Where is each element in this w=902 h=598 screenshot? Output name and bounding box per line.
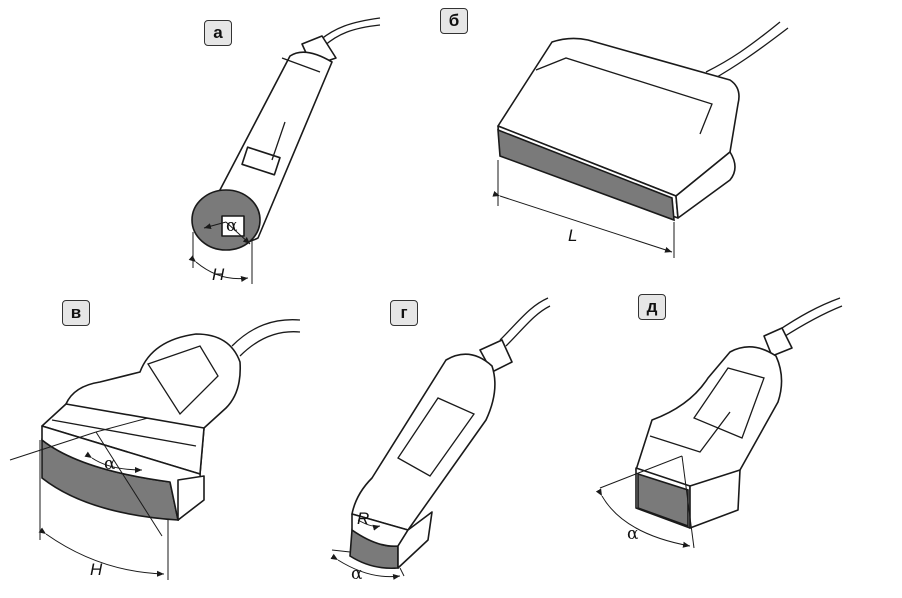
probe-v-cable — [231, 319, 301, 347]
probe-g-body — [351, 353, 496, 531]
dim-label-b: L — [568, 226, 578, 245]
probe-g-cable — [499, 297, 549, 341]
angle-label-a: α — [226, 216, 238, 236]
probe-a-dim-line — [188, 255, 249, 282]
probe-d-cable — [775, 297, 841, 333]
probe-d — [595, 297, 843, 549]
panel-label-v: в — [62, 300, 90, 326]
probe-g-dim-line — [330, 553, 401, 580]
angle-label-g: α — [351, 564, 363, 584]
panel-label-a: а — [204, 20, 232, 46]
probe-b-cable — [705, 21, 781, 73]
panel-label-b: б — [440, 8, 468, 34]
probe-a-cable — [319, 17, 381, 41]
panel-label-d: д — [638, 294, 666, 320]
radius-label-g: R — [357, 509, 370, 528]
probe-b-top — [497, 37, 740, 197]
dim-label-v: H — [90, 560, 103, 579]
probe-v-dim-line — [38, 527, 165, 577]
dim-label-a: H — [212, 265, 225, 284]
probe-b-dim-line — [492, 190, 673, 253]
probe-a — [188, 17, 381, 284]
probe-d-dim-line — [595, 488, 691, 548]
probe-g — [330, 297, 551, 580]
panel-label-g: г — [390, 300, 418, 326]
probe-v — [9, 319, 301, 580]
probe-b — [492, 21, 789, 258]
angle-label-d: α — [627, 524, 639, 544]
angle-label-v: α — [104, 454, 116, 474]
